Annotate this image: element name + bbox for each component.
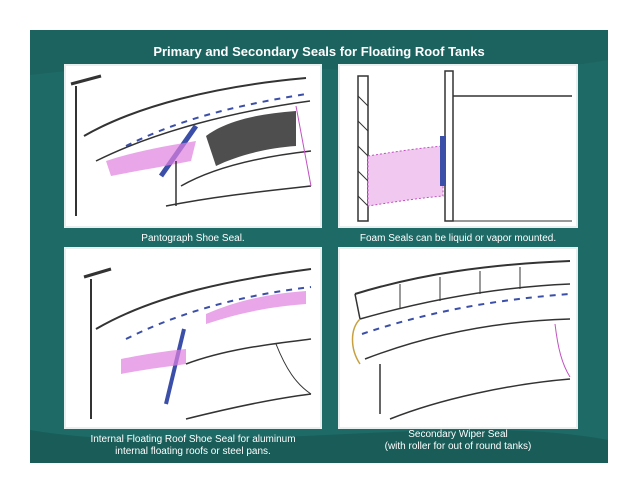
secondary-wiper-seal-caption-line2: (with roller for out of round tanks) <box>384 441 532 452</box>
secondary-wiper-seal-diagram <box>338 247 578 429</box>
internal-floating-roof-shoe-seal-diagram <box>64 247 322 429</box>
slide-background <box>30 30 608 463</box>
internal-floating-roof-caption-line1: Internal Floating Roof Shoe Seal for alu… <box>90 434 296 445</box>
secondary-wiper-seal-caption-line1: Secondary Wiper Seal <box>408 429 508 440</box>
internal-floating-roof-caption-line2: internal floating roofs or steel pans. <box>115 446 271 457</box>
internal-floating-roof-caption: Internal Floating Roof Shoe Seal for alu… <box>68 434 318 458</box>
pantograph-shoe-seal-diagram <box>64 64 322 228</box>
pantograph-shoe-seal-caption: Pantograph Shoe Seal. <box>141 233 245 244</box>
foam-seal-caption: Foam Seals can be liquid or vapor mounte… <box>359 233 557 244</box>
slide: Primary and Secondary Seals for Floating… <box>30 30 608 463</box>
slide-title: Primary and Secondary Seals for Floating… <box>153 44 485 59</box>
secondary-wiper-seal-caption: Secondary Wiper Seal (with roller for ou… <box>338 429 578 453</box>
foam-seal-diagram <box>338 64 578 228</box>
